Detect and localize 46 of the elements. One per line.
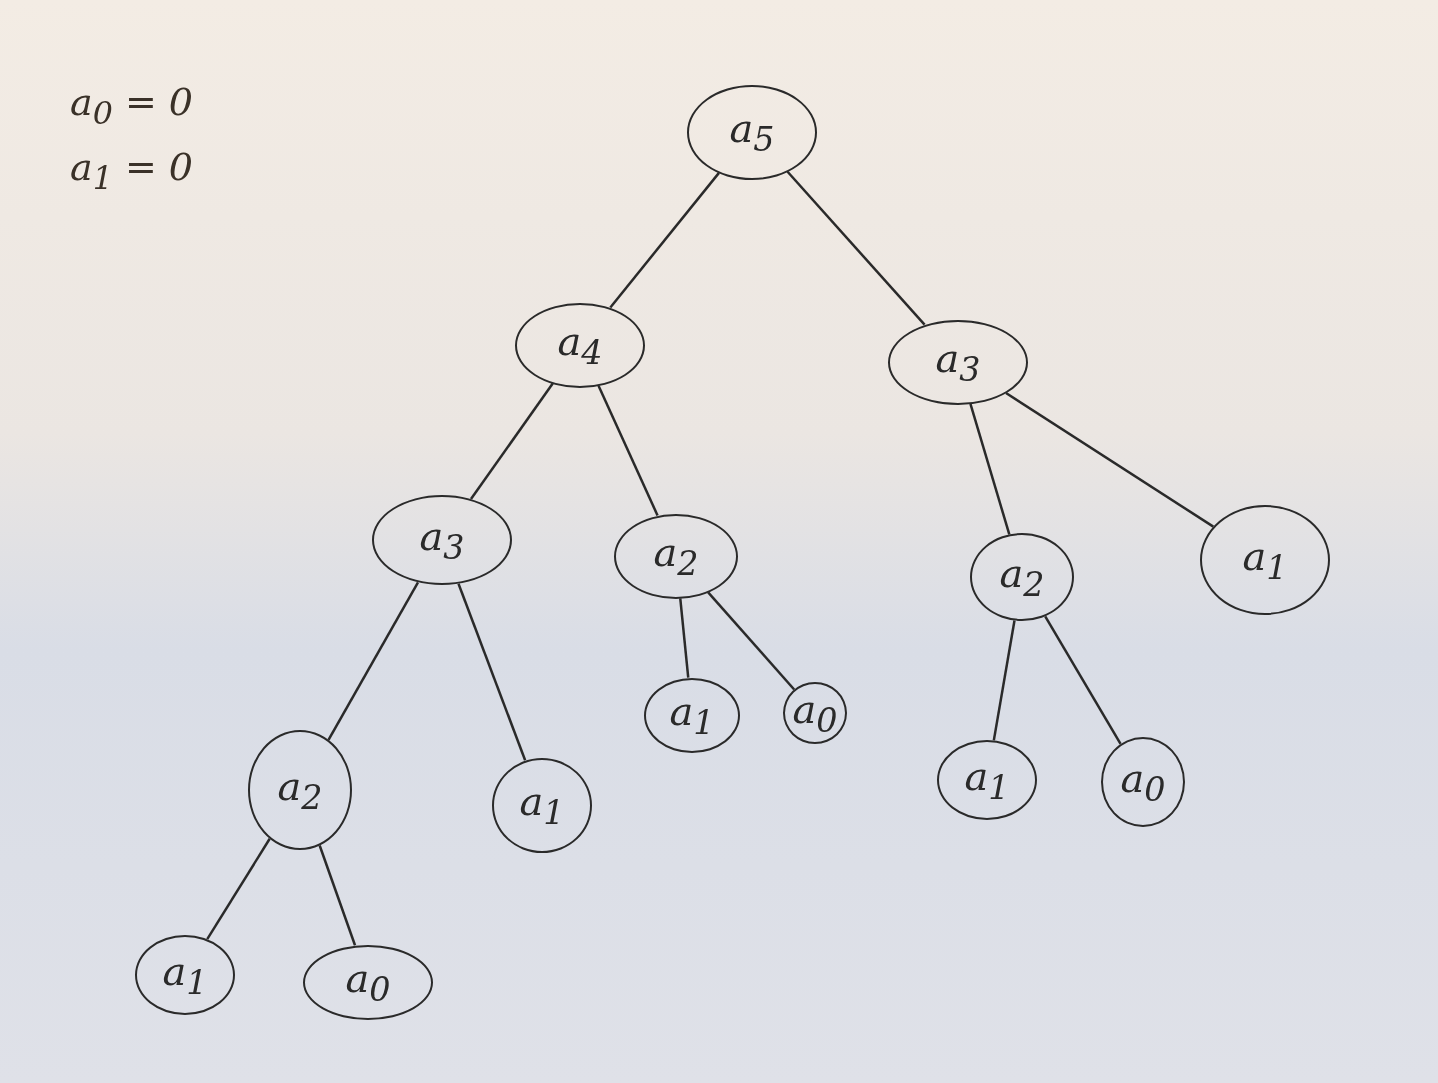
connector-line <box>679 598 690 678</box>
circle-node <box>888 319 1028 405</box>
circle-node <box>970 533 1074 621</box>
circle-node <box>937 740 1037 820</box>
circle-node <box>515 302 645 388</box>
node-label: a$_{2}$ <box>277 765 323 815</box>
connector-line <box>469 382 554 500</box>
node-label: a$_{1}$ <box>162 950 208 1000</box>
connector-line <box>992 620 1016 741</box>
circle-node <box>248 730 352 850</box>
node-label: a$_{0}$ <box>345 957 391 1007</box>
node-label: a$_{1}$ <box>669 690 715 740</box>
connector-line <box>707 591 796 691</box>
connector-line <box>1005 391 1214 528</box>
connector-line <box>786 170 926 326</box>
connector-line <box>206 838 271 940</box>
connector-line <box>1044 615 1122 745</box>
circle-node <box>1101 737 1185 827</box>
node-label: a$_{4}$ <box>557 320 603 370</box>
connector-line <box>327 581 420 741</box>
circle-node <box>372 495 512 585</box>
circle-node <box>303 944 433 1020</box>
connector-line <box>609 172 720 309</box>
node-label: a$_{1}$ <box>964 755 1010 805</box>
circle-node <box>783 682 847 744</box>
node-label: a$_{0}$ <box>792 688 838 738</box>
node-label: a$_{3}$ <box>419 515 465 565</box>
node-label: a$_{0}$ <box>1120 757 1166 807</box>
node-label: a$_{1}$ <box>519 780 565 830</box>
equation-text: a$_{1}$ = 0 <box>70 145 193 196</box>
node-label: a$_{1}$ <box>1242 535 1288 585</box>
node-label: a$_{2}$ <box>653 531 699 581</box>
connector-line <box>457 583 527 761</box>
circle-node <box>644 677 740 753</box>
circle-node <box>1200 505 1330 615</box>
connector-line <box>969 403 1011 535</box>
connector-line <box>318 845 357 946</box>
node-label: a$_{2}$ <box>999 552 1045 602</box>
node-label: a$_{3}$ <box>935 337 981 387</box>
node-label: a$_{5}$ <box>729 107 775 157</box>
equation-text: a$_{0}$ = 0 <box>70 80 193 131</box>
circle-node <box>135 935 235 1015</box>
connector-line <box>597 385 659 516</box>
circle-node <box>687 84 817 180</box>
circle-node <box>614 513 738 599</box>
circle-node <box>492 757 592 853</box>
